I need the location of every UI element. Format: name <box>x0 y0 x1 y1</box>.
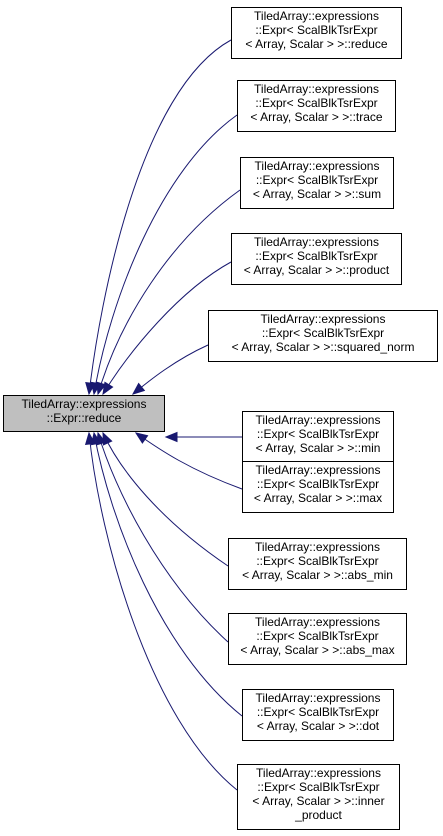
caller-node-line: _product <box>295 808 342 822</box>
arrowhead-max <box>134 432 149 444</box>
edge-sum <box>97 189 241 395</box>
caller-node-abs-min[interactable]: TiledArray::expressions ::Expr< ScalBlkT… <box>228 538 407 590</box>
caller-node-inner-product[interactable]: TiledArray::expressions ::Expr< ScalBlkT… <box>237 764 400 830</box>
caller-node-line: < Array, Scalar > >::product <box>243 263 390 277</box>
caller-node-sum[interactable]: TiledArray::expressions ::Expr< ScalBlkT… <box>240 157 394 209</box>
caller-node-line: ::Expr< ScalBlkTsrExpr <box>255 96 378 110</box>
caller-node-line: TiledArray::expressions <box>255 691 381 705</box>
caller-node-line: < Array, Scalar > >::reduce <box>245 37 388 51</box>
arrowhead-sum <box>96 381 107 396</box>
caller-node-line: < Array, Scalar > >::inner <box>252 794 385 808</box>
caller-node-trace[interactable]: TiledArray::expressions ::Expr< ScalBlkT… <box>237 80 396 132</box>
caller-node-line: ::Expr< ScalBlkTsrExpr <box>256 705 380 719</box>
caller-node-abs-max[interactable]: TiledArray::expressions ::Expr< ScalBlkT… <box>228 613 407 665</box>
caller-node-line: < Array, Scalar > >::squared_norm <box>231 340 415 354</box>
caller-node-line: ::Expr< ScalBlkTsrExpr <box>256 477 380 491</box>
caller-node-product[interactable]: TiledArray::expressions ::Expr< ScalBlkT… <box>231 233 402 285</box>
caller-node-line: < Array, Scalar > >::trace <box>250 110 383 124</box>
caller-node-min[interactable]: TiledArray::expressions ::Expr< ScalBlkT… <box>242 411 394 463</box>
caller-node-line: TiledArray::expressions <box>254 9 379 23</box>
caller-node-line: TiledArray::expressions <box>256 766 381 780</box>
caller-node-line: < Array, Scalar > >::abs_max <box>240 643 395 657</box>
caller-node-max[interactable]: TiledArray::expressions ::Expr< ScalBlkT… <box>242 461 394 513</box>
caller-node-line: ::Expr< ScalBlkTsrExpr <box>256 427 380 441</box>
caller-node-line: TiledArray::expressions <box>255 615 380 629</box>
caller-node-dot[interactable]: TiledArray::expressions ::Expr< ScalBlkT… <box>242 689 394 741</box>
edge-abs-max <box>97 432 229 643</box>
caller-node-line: ::Expr< ScalBlkTsrExpr <box>256 629 379 643</box>
caller-node-line: < Array, Scalar > >::abs_min <box>242 568 393 582</box>
caller-node-line: TiledArray::expressions <box>255 540 380 554</box>
caller-node-line: ::Expr< ScalBlkTsrExpr <box>255 173 379 187</box>
caller-node-line: < Array, Scalar > >::dot <box>256 719 380 733</box>
caller-node-reduce[interactable]: TiledArray::expressions ::Expr< ScalBlkT… <box>231 7 402 59</box>
caller-node-line: < Array, Scalar > >::min <box>255 441 381 455</box>
caller-node-line: ::Expr< ScalBlkTsrExpr <box>255 23 378 37</box>
root-node-line-1: TiledArray::expressions <box>21 397 147 411</box>
caller-node-line: TiledArray::expressions <box>260 312 386 326</box>
edge-inner-product <box>88 432 238 791</box>
edge-trace <box>93 114 238 395</box>
root-node-line-2: ::Expr::reduce <box>46 411 122 425</box>
edge-product <box>102 261 232 395</box>
caller-node-line: ::Expr< ScalBlkTsrExpr <box>261 326 385 340</box>
caller-node-line: < Array, Scalar > >::sum <box>252 187 382 201</box>
arrowhead-product <box>102 381 114 396</box>
caller-node-line: ::Expr< ScalBlkTsrExpr <box>257 780 380 794</box>
arrowhead-squared-norm <box>131 382 146 395</box>
caller-node-line: TiledArray::expressions <box>254 159 380 173</box>
caller-node-line: ::Expr< ScalBlkTsrExpr <box>256 554 379 568</box>
caller-node-squared-norm[interactable]: TiledArray::expressions ::Expr< ScalBlkT… <box>208 310 438 362</box>
caller-node-line: TiledArray::expressions <box>255 413 381 427</box>
caller-node-line: ::Expr< ScalBlkTsrExpr <box>255 249 378 263</box>
caller-node-line: TiledArray::expressions <box>254 82 379 96</box>
caller-node-line: < Array, Scalar > >::max <box>253 491 383 505</box>
edge-reduce <box>88 39 232 395</box>
edge-abs-min <box>102 432 229 567</box>
edge-max <box>135 432 243 490</box>
caller-node-line: TiledArray::expressions <box>255 463 381 477</box>
root-node-expr-reduce[interactable]: TiledArray::expressions ::Expr::reduce <box>3 395 165 432</box>
edge-dot <box>93 432 243 717</box>
edge-squared-norm <box>132 344 209 395</box>
caller-node-line: TiledArray::expressions <box>254 235 379 249</box>
arrowhead-min <box>164 431 178 443</box>
arrowhead-inner-product <box>84 431 96 445</box>
